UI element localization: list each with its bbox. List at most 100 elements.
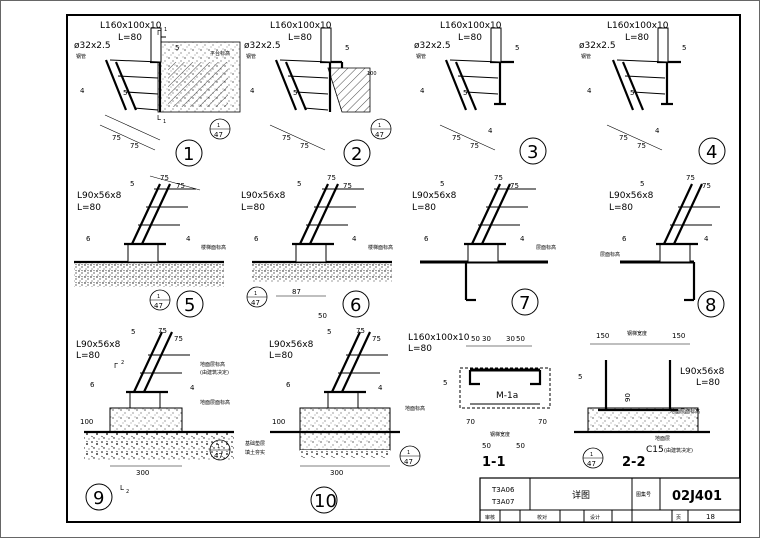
detail-3: L160x100x10 L=80 ø32x2.5 钢管 5 4 5 4 75 7… [414, 21, 547, 165]
weld-label: 5 [578, 373, 582, 381]
length-label: L=80 [696, 378, 720, 388]
dim-label: 75 [176, 182, 185, 190]
ref-bottom: 47 [375, 131, 384, 139]
concrete-note: (由建筑决定) [664, 447, 693, 454]
level-note-detail: (由建筑决定) [200, 369, 229, 376]
row-label: 页 [676, 515, 681, 521]
dim-label: 75 [300, 142, 309, 150]
detail-number: 7 [519, 293, 530, 314]
level-note: 地面层面标高 [200, 399, 230, 406]
ref-bottom: 47 [587, 460, 596, 468]
weld-label: 6 [254, 235, 259, 243]
dim-label: 75 [510, 182, 519, 190]
detail-number: 10 [314, 491, 337, 512]
weld-label: 5 [345, 44, 349, 52]
bottom-dim: 50 [482, 442, 491, 450]
angle-label: L160x100x10 [607, 21, 669, 31]
detail-number: 6 [350, 295, 361, 316]
level-note: 平台标高 [210, 50, 230, 57]
length-label: L=80 [625, 33, 649, 43]
detail-8: L90x56x8 L=80 75 75 5 6 4 层面标高 8 [600, 174, 725, 318]
weld-label: 5 [327, 328, 331, 336]
angle-label: L90x56x8 [77, 191, 122, 201]
dim-label: 30 [506, 335, 515, 343]
weld-label: 4 [520, 235, 525, 243]
weld-label: 6 [86, 235, 91, 243]
level-note: 层面标高 [600, 251, 620, 258]
dim-label: 75 [702, 182, 711, 190]
dim-label: 75 [327, 174, 336, 182]
ref-top: 1 [378, 123, 381, 129]
atlas-code: 02J401 [672, 489, 722, 504]
title-block: T3A06 T3A07 详图 图集号 02J401 审核 校对 设计 页 18 [479, 477, 741, 523]
angle-label: L160x100x10 [270, 21, 332, 31]
detail-number: 4 [706, 142, 717, 163]
dim-label: 75 [356, 327, 365, 335]
weld-label: 4 [420, 87, 425, 95]
dim-label: 75 [282, 134, 291, 142]
width-label: 钢梯宽度 [490, 431, 510, 438]
weld-label: 4 [587, 87, 592, 95]
pipe-label: ø32x2.5 [414, 41, 451, 51]
dim-a: 87 [292, 288, 301, 296]
drawing-frame [66, 14, 741, 523]
angle-label: L160x100x10 [440, 21, 502, 31]
dim-label: 75 [494, 174, 503, 182]
ref-bottom: 47 [251, 299, 260, 307]
ref-top: 1 [217, 123, 220, 129]
angle-label: L90x56x8 [269, 340, 314, 350]
weld-label: 5 [130, 180, 134, 188]
detail-5: L90x56x8 L=80 75 75 5 6 4 楼梯面标高 1 47 5 [74, 174, 226, 318]
weld-label: 6 [622, 235, 627, 243]
code-label: T3A06 [491, 486, 515, 494]
dim-label: 50 [516, 335, 525, 343]
width-label: 钢梯宽度 [627, 330, 647, 337]
sub-label: L [157, 114, 161, 122]
dim-label: 75 [130, 142, 139, 150]
level-note: 楼梯面标高 [368, 244, 393, 251]
weld-label: 4 [488, 127, 493, 135]
code-label: T3A07 [491, 498, 514, 506]
weld-label: 5 [443, 379, 447, 387]
detail-number: 1 [183, 144, 194, 165]
ref-top: 1 [217, 444, 220, 450]
dim-label: 75 [158, 327, 167, 335]
small-dim: 100 [367, 71, 377, 77]
dim-base: 300 [330, 469, 343, 477]
pipe-note: 钢管 [581, 53, 591, 60]
angle-label: L90x56x8 [609, 191, 654, 201]
dim-label: 75 [343, 182, 352, 190]
angle-label: L160x100x10 [408, 333, 470, 343]
detail-number: 5 [184, 295, 195, 316]
rebar-mark-index: 2 [121, 360, 124, 366]
length-label: L=80 [609, 203, 633, 213]
detail-number: 8 [705, 295, 716, 316]
dim-label: 50 [471, 335, 480, 343]
weld-label: 4 [378, 384, 383, 392]
weld-label: 5 [515, 44, 519, 52]
dim-label: 75 [619, 134, 628, 142]
dim-height: 100 [80, 418, 93, 426]
dim-height: 100 [272, 418, 285, 426]
weld-label: 4 [655, 127, 660, 135]
section-1-1: L160x100x10 L=80 50 30 30 50 M-1a 5 70 7… [408, 333, 551, 470]
weld-label: 5 [131, 328, 135, 336]
weld-label: 5 [123, 89, 127, 97]
rebar-mark: Γ [114, 362, 118, 370]
sub-label-index: 1 [163, 119, 166, 125]
length-label: L=80 [412, 203, 436, 213]
pipe-note: 钢管 [76, 53, 86, 60]
detail-7: L90x56x8 L=80 75 75 5 6 4 层面标高 7 [412, 174, 556, 316]
dim-label: 30 [482, 335, 491, 343]
weld-label: 4 [80, 87, 85, 95]
base-note: 基础垫层 [245, 440, 265, 447]
atlas-label: 图集号 [636, 491, 651, 498]
detail-1: L160x100x10 L=80 ø32x2.5 钢管 5 4 5 平台标高 7… [74, 21, 241, 167]
dim-label: 75 [160, 174, 169, 182]
ref-bottom: 47 [154, 302, 163, 310]
top-dim: 150 [672, 332, 685, 340]
dim-label: 75 [452, 134, 461, 142]
weld-label: 5 [463, 89, 467, 97]
ref-top: 1 [254, 291, 257, 297]
